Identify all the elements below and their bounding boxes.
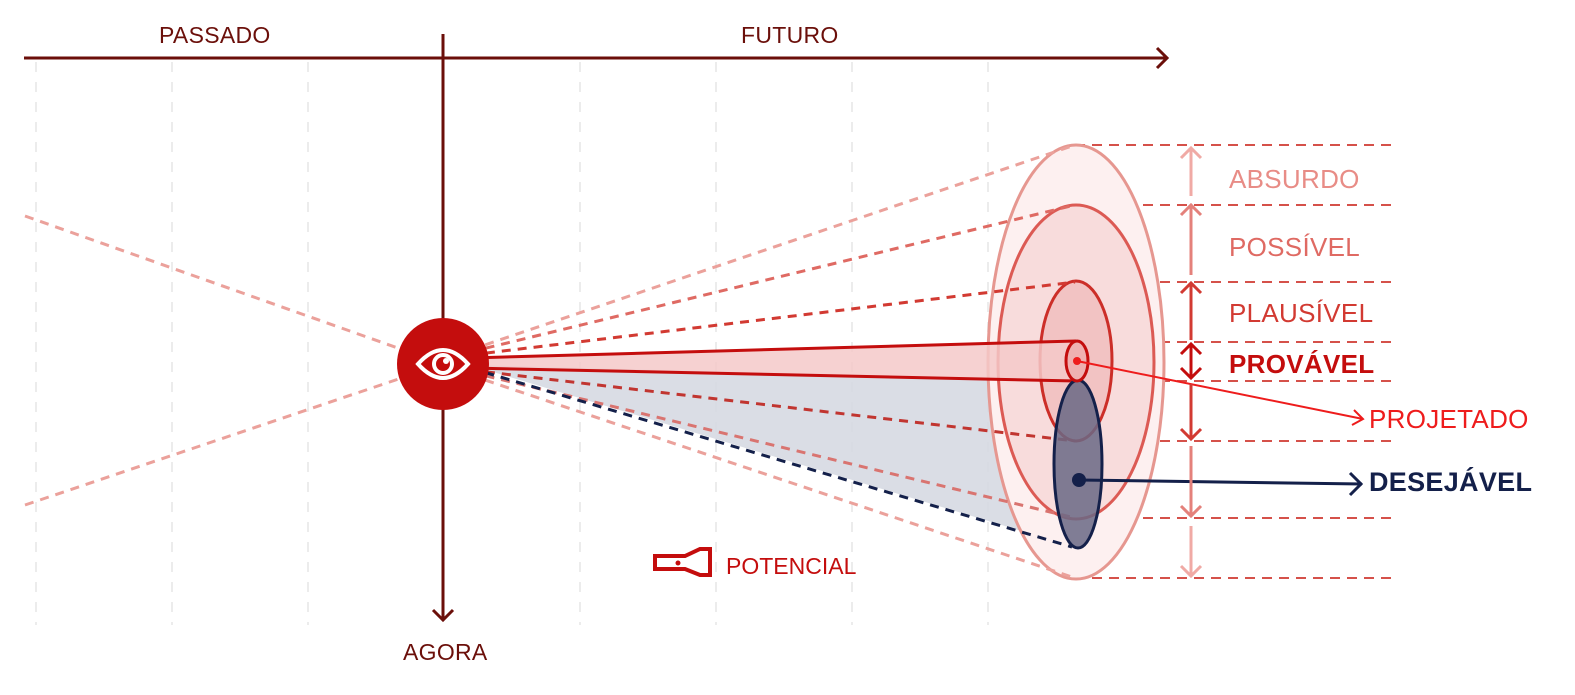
future-cone-lines bbox=[469, 143, 1076, 580]
desired-ellipse bbox=[1052, 378, 1104, 550]
observer-eye-badge bbox=[397, 318, 489, 410]
now-label: AGORA bbox=[403, 639, 488, 665]
desired-pointer bbox=[1078, 471, 1364, 497]
potential-legend-label: POTENCIAL bbox=[726, 553, 857, 579]
eye-icon bbox=[415, 348, 471, 380]
past-label: PASSADO bbox=[159, 22, 271, 48]
projected-pointer bbox=[1076, 360, 1365, 426]
zone-plausible-label: PLAUSÍVEL bbox=[1229, 298, 1374, 328]
projected-label: PROJETADO bbox=[1369, 404, 1529, 434]
flashlight-icon bbox=[653, 547, 712, 577]
zone-possible-label: POSSÍVEL bbox=[1229, 232, 1361, 262]
future-label: FUTURO bbox=[741, 22, 839, 48]
desired-cone-fill bbox=[470, 365, 1078, 548]
past-cone-lines bbox=[24, 214, 444, 507]
desired-label: DESEJÁVEL bbox=[1369, 467, 1533, 497]
grid-lines bbox=[35, 62, 989, 625]
zone-probable-label: PROVÁVEL bbox=[1229, 349, 1375, 379]
range-arrows bbox=[1179, 145, 1203, 579]
zone-absurd-label: ABSURDO bbox=[1229, 164, 1360, 194]
